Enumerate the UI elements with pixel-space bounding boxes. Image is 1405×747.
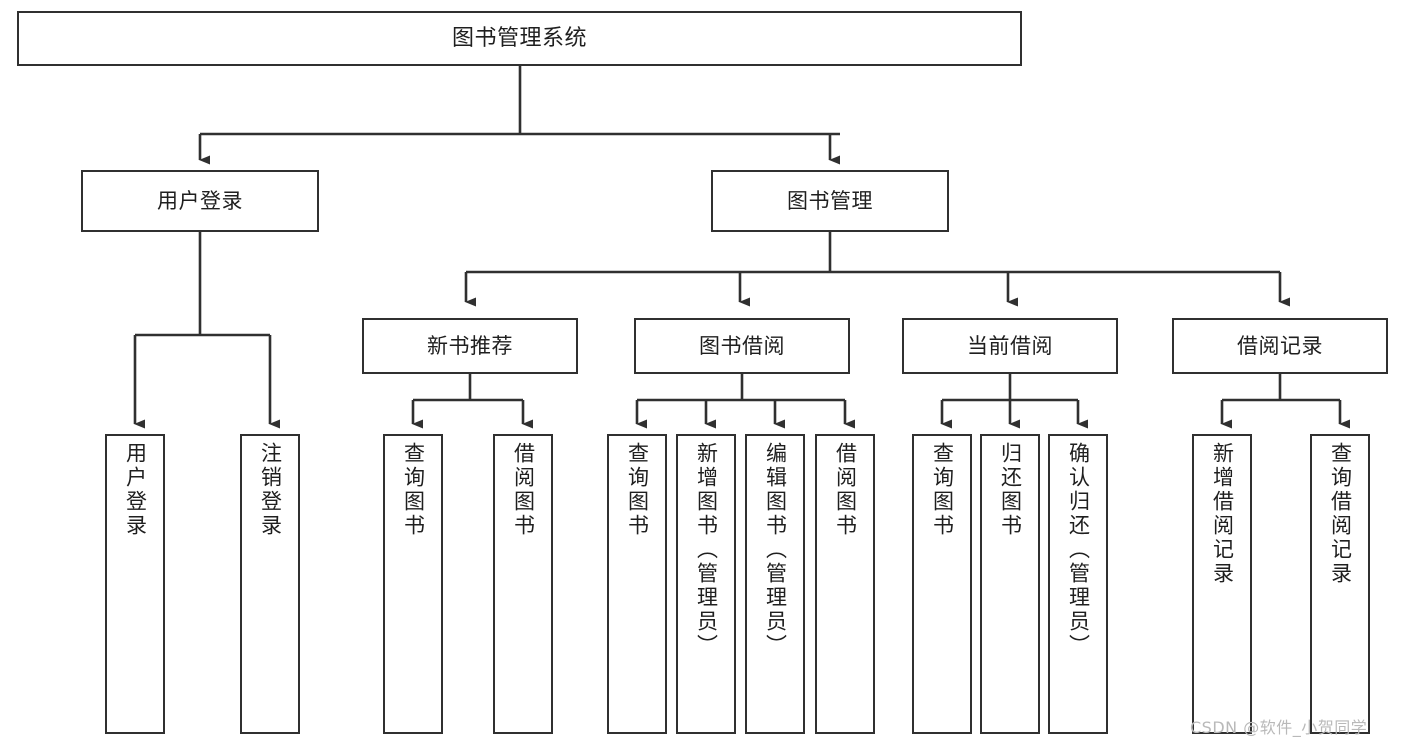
node-book-borrow[interactable]: 图书借阅 xyxy=(634,318,850,374)
leaf-return-book[interactable]: 归还图书 xyxy=(980,434,1040,734)
leaf-label: 查询图书 xyxy=(401,442,426,538)
leaf-label: 查询图书 xyxy=(930,442,955,538)
leaf-label: 用户登录 xyxy=(123,442,148,538)
leaf-label: 查询借阅记录 xyxy=(1328,442,1353,586)
node-label: 图书借阅 xyxy=(699,333,785,358)
node-user-login[interactable]: 用户登录 xyxy=(81,170,319,232)
node-label: 借阅记录 xyxy=(1237,333,1323,358)
leaf-label: 归还图书 xyxy=(998,442,1023,538)
leaf-label: 新增借阅记录 xyxy=(1210,442,1235,586)
leaf-label: 借阅图书 xyxy=(511,442,536,538)
node-label: 当前借阅 xyxy=(967,333,1053,358)
leaf-user-logout[interactable]: 注销登录 xyxy=(240,434,300,734)
leaf-edit-book-admin[interactable]: 编辑图书（管理员） xyxy=(745,434,805,734)
node-borrow-record[interactable]: 借阅记录 xyxy=(1172,318,1388,374)
node-current-borrow[interactable]: 当前借阅 xyxy=(902,318,1118,374)
leaf-query-book-recommend[interactable]: 查询图书 xyxy=(383,434,443,734)
node-book-management[interactable]: 图书管理 xyxy=(711,170,949,232)
leaf-label: 查询图书 xyxy=(625,442,650,538)
node-label: 新书推荐 xyxy=(427,333,513,358)
leaf-query-book-borrow[interactable]: 查询图书 xyxy=(607,434,667,734)
node-new-book-recommend[interactable]: 新书推荐 xyxy=(362,318,578,374)
leaf-borrow-book[interactable]: 借阅图书 xyxy=(815,434,875,734)
leaf-add-book-admin[interactable]: 新增图书（管理员） xyxy=(676,434,736,734)
leaf-user-login[interactable]: 用户登录 xyxy=(105,434,165,734)
leaf-borrow-book-recommend[interactable]: 借阅图书 xyxy=(493,434,553,734)
leaf-add-borrow-record[interactable]: 新增借阅记录 xyxy=(1192,434,1252,734)
node-book-management-system[interactable]: 图书管理系统 xyxy=(17,11,1022,66)
leaf-query-borrow-record[interactable]: 查询借阅记录 xyxy=(1310,434,1370,734)
leaf-label: 确认归还（管理员） xyxy=(1066,442,1091,658)
node-label: 图书管理 xyxy=(787,188,873,213)
leaf-confirm-return-admin[interactable]: 确认归还（管理员） xyxy=(1048,434,1108,734)
leaf-query-book-current[interactable]: 查询图书 xyxy=(912,434,972,734)
node-label: 用户登录 xyxy=(157,188,243,213)
node-label: 图书管理系统 xyxy=(451,25,587,51)
leaf-label: 注销登录 xyxy=(258,442,283,538)
leaf-label: 新增图书（管理员） xyxy=(694,442,719,658)
leaf-label: 借阅图书 xyxy=(833,442,858,538)
leaf-label: 编辑图书（管理员） xyxy=(763,442,788,658)
